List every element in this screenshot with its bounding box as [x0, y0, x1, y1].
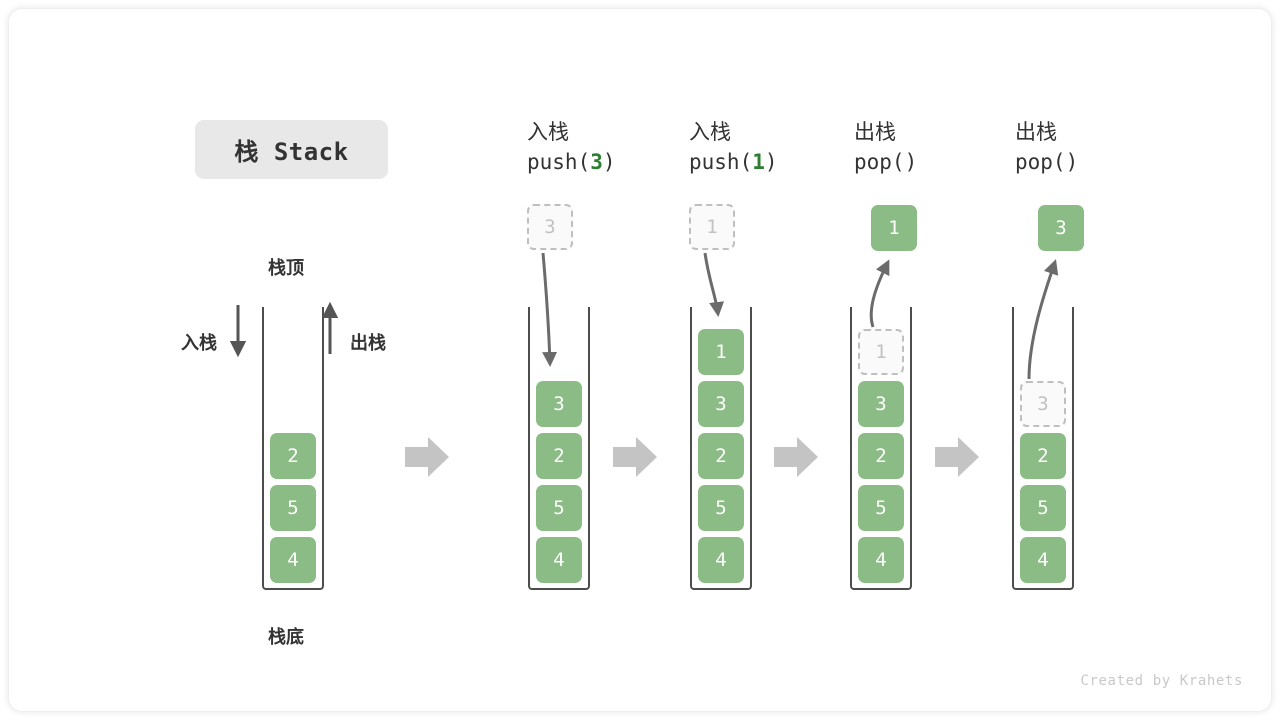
- panel-header-code: push(3): [527, 150, 616, 175]
- stack-cell: 5: [1020, 485, 1066, 531]
- stack-cell: 2: [1020, 433, 1066, 479]
- stack-cell: 4: [536, 537, 582, 583]
- floating-ghost-cell: 3: [527, 204, 573, 250]
- stack-cell: 5: [270, 485, 316, 531]
- step-arrow: [774, 437, 818, 477]
- diagram-canvas: 栈 Stack 栈顶 栈底 入栈 出栈 2 5 4 入栈 push(3) 3 3…: [8, 8, 1272, 712]
- panel-header-push-3: 入栈 push(3): [527, 117, 616, 178]
- stack-cell: 1: [698, 329, 744, 375]
- floating-popped-cell: 1: [871, 205, 917, 251]
- panel-header-cn: 出栈: [854, 120, 896, 144]
- stack-top-label: 栈顶: [268, 258, 304, 279]
- step-arrow: [405, 437, 449, 477]
- watermark: Created by Krahets: [1080, 673, 1243, 689]
- stack-container-push-3: [528, 307, 590, 590]
- panel-header-code: pop(): [854, 150, 918, 175]
- stack-container-push-1: [690, 307, 752, 590]
- stack-cell: 3: [536, 381, 582, 427]
- stack-cell: 2: [858, 433, 904, 479]
- stack-cell: 4: [270, 537, 316, 583]
- pop-direction-label: 出栈: [350, 333, 386, 354]
- panel-header-push-1: 入栈 push(1): [689, 117, 778, 178]
- stack-cell: 5: [698, 485, 744, 531]
- push-argument: 1: [752, 150, 765, 175]
- panel-header-pop-3: 出栈 pop(): [1015, 117, 1078, 178]
- panel-header-pop-1: 出栈 pop(): [854, 117, 917, 178]
- push-1-flow-arrow: [703, 252, 725, 317]
- stack-cell: 5: [536, 485, 582, 531]
- stack-cell: 5: [858, 485, 904, 531]
- push-argument: 3: [590, 150, 603, 175]
- stack-container-pop-1: [850, 307, 912, 590]
- stack-cell-ghost: 1: [858, 329, 904, 375]
- panel-header-code: pop(): [1015, 150, 1079, 175]
- stack-cell: 2: [270, 433, 316, 479]
- step-arrow: [613, 437, 657, 477]
- title-badge: 栈 Stack: [195, 120, 388, 179]
- panel-header-cn: 入栈: [527, 120, 569, 144]
- stack-cell: 3: [698, 381, 744, 427]
- panel-header-cn: 出栈: [1015, 120, 1057, 144]
- push-direction-label: 入栈: [181, 333, 217, 354]
- stack-cell: 2: [536, 433, 582, 479]
- stack-container-pop-3: [1012, 307, 1074, 590]
- step-arrow: [935, 437, 979, 477]
- stack-container-initial: [262, 307, 324, 590]
- stack-bottom-label: 栈底: [268, 627, 304, 648]
- stack-cell: 3: [858, 381, 904, 427]
- stack-cell: 4: [858, 537, 904, 583]
- arrows-overlay: [229, 252, 1059, 477]
- stack-cell: 4: [1020, 537, 1066, 583]
- panel-header-code: push(1): [689, 150, 778, 175]
- stack-cell: 4: [698, 537, 744, 583]
- floating-popped-cell: 3: [1038, 205, 1084, 251]
- floating-ghost-cell: 1: [689, 204, 735, 250]
- stack-cell-ghost: 3: [1020, 381, 1066, 427]
- panel-header-cn: 入栈: [689, 120, 731, 144]
- stack-cell: 2: [698, 433, 744, 479]
